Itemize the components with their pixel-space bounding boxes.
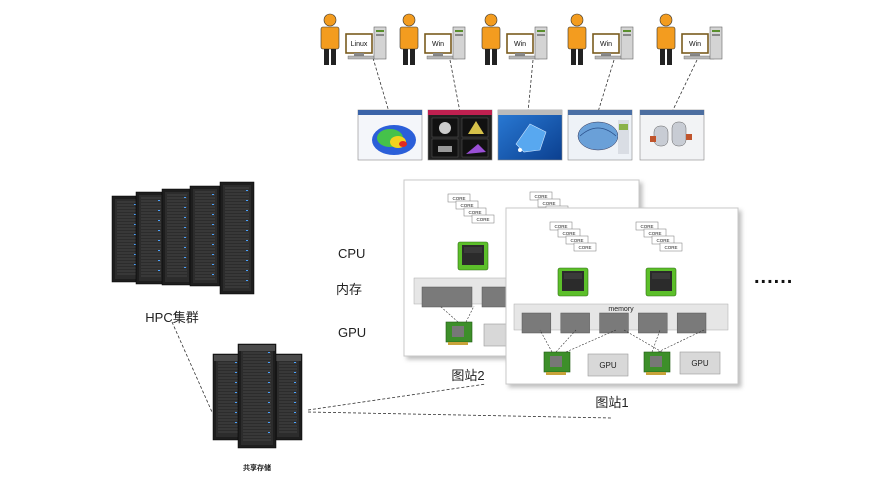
os-label: Win xyxy=(514,41,526,48)
os-label: Linux xyxy=(351,41,368,48)
user-with-workstation: Win xyxy=(481,13,548,65)
user-row: Linux Win Win Win Win xyxy=(320,13,723,65)
core-label: CORE xyxy=(664,245,677,250)
core-label: CORE xyxy=(648,231,661,236)
memory-module xyxy=(560,312,590,334)
gpu-card-icon xyxy=(445,321,473,345)
person-icon xyxy=(399,13,419,65)
core-label: CORE xyxy=(452,196,465,201)
server-rack xyxy=(135,191,167,285)
core-label: CORE xyxy=(542,201,555,206)
user-connection-lines xyxy=(372,57,698,113)
workstation-1-panel: CORE CORE CORE CORE CORE CORE CORE CORE memoryGP… xyxy=(505,207,739,385)
person-icon xyxy=(567,13,587,65)
os-label: Win xyxy=(432,41,444,48)
cpu-core-stack: CORE CORE CORE CORE xyxy=(549,221,597,252)
memory-module xyxy=(521,312,552,334)
person-icon xyxy=(481,13,501,65)
app-screenshot-2 xyxy=(427,109,493,161)
user-with-workstation: Win xyxy=(656,13,723,65)
hpc-cluster-label: HPC集群 xyxy=(145,310,198,325)
desktop-computer-icon: Win xyxy=(681,26,723,60)
os-label: Win xyxy=(689,41,701,48)
more-workstations-ellipsis: ...... xyxy=(754,266,793,288)
core-label: CORE xyxy=(640,224,653,229)
app-screenshot-1 xyxy=(357,109,423,161)
memory-module xyxy=(676,312,707,334)
shared-storage-label: 共享存储 xyxy=(243,463,271,472)
gpu-card-icon xyxy=(543,351,571,375)
core-label: CORE xyxy=(570,238,583,243)
server-rack xyxy=(273,353,303,441)
user-with-workstation: Win xyxy=(567,13,634,65)
gpu-label: GPU xyxy=(599,361,617,370)
server-rack xyxy=(219,181,255,295)
cpu-chip-icon xyxy=(645,267,677,297)
gpu-card-icon xyxy=(643,351,671,375)
user-with-workstation: Linux xyxy=(320,13,387,65)
core-label: CORE xyxy=(476,217,489,222)
memory-label: memory xyxy=(608,306,634,313)
cpu-chip-icon xyxy=(557,267,589,297)
gpu-row-label: GPU xyxy=(338,325,366,340)
app-screenshot-5 xyxy=(639,109,705,161)
person-icon xyxy=(656,13,676,65)
gpu-label: GPU xyxy=(691,359,709,368)
workstation-1-label: 图站1 xyxy=(595,395,628,410)
memory-module xyxy=(421,286,473,308)
hpc-cluster-racks xyxy=(111,181,255,295)
memory-row-label: 内存 xyxy=(336,282,362,297)
core-label: CORE xyxy=(468,210,481,215)
desktop-computer-icon: Linux xyxy=(345,26,387,60)
core-label: CORE xyxy=(562,231,575,236)
gpu-box: GPU xyxy=(679,351,721,375)
app-screenshot-3 xyxy=(497,109,563,161)
memory-module xyxy=(638,312,668,334)
cpu-row-label: CPU xyxy=(338,246,365,261)
cpu-core-stack: CORE CORE CORE CORE xyxy=(635,221,683,252)
desktop-computer-icon: Win xyxy=(424,26,466,60)
application-screenshots xyxy=(357,109,705,161)
server-rack xyxy=(189,185,221,287)
cpu-chip-icon xyxy=(457,241,489,271)
person-icon xyxy=(320,13,340,65)
shared-storage xyxy=(212,343,303,449)
cpu-core-stack: CORE CORE CORE CORE xyxy=(447,193,495,224)
core-label: CORE xyxy=(578,245,591,250)
desktop-computer-icon: Win xyxy=(506,26,548,60)
server-rack xyxy=(161,188,193,286)
os-label: Win xyxy=(600,41,612,48)
network-lines xyxy=(171,321,613,419)
memory-module xyxy=(599,312,629,334)
workstation-2-label: 图站2 xyxy=(451,368,484,383)
core-label: CORE xyxy=(460,203,473,208)
core-label: CORE xyxy=(656,238,669,243)
desktop-computer-icon: Win xyxy=(592,26,634,60)
core-label: CORE xyxy=(534,194,547,199)
gpu-box: GPU xyxy=(587,353,629,377)
user-with-workstation: Win xyxy=(399,13,466,65)
server-rack xyxy=(237,343,277,449)
app-screenshot-4 xyxy=(567,109,633,161)
memory-bank: memory xyxy=(513,303,729,334)
core-label: CORE xyxy=(554,224,567,229)
